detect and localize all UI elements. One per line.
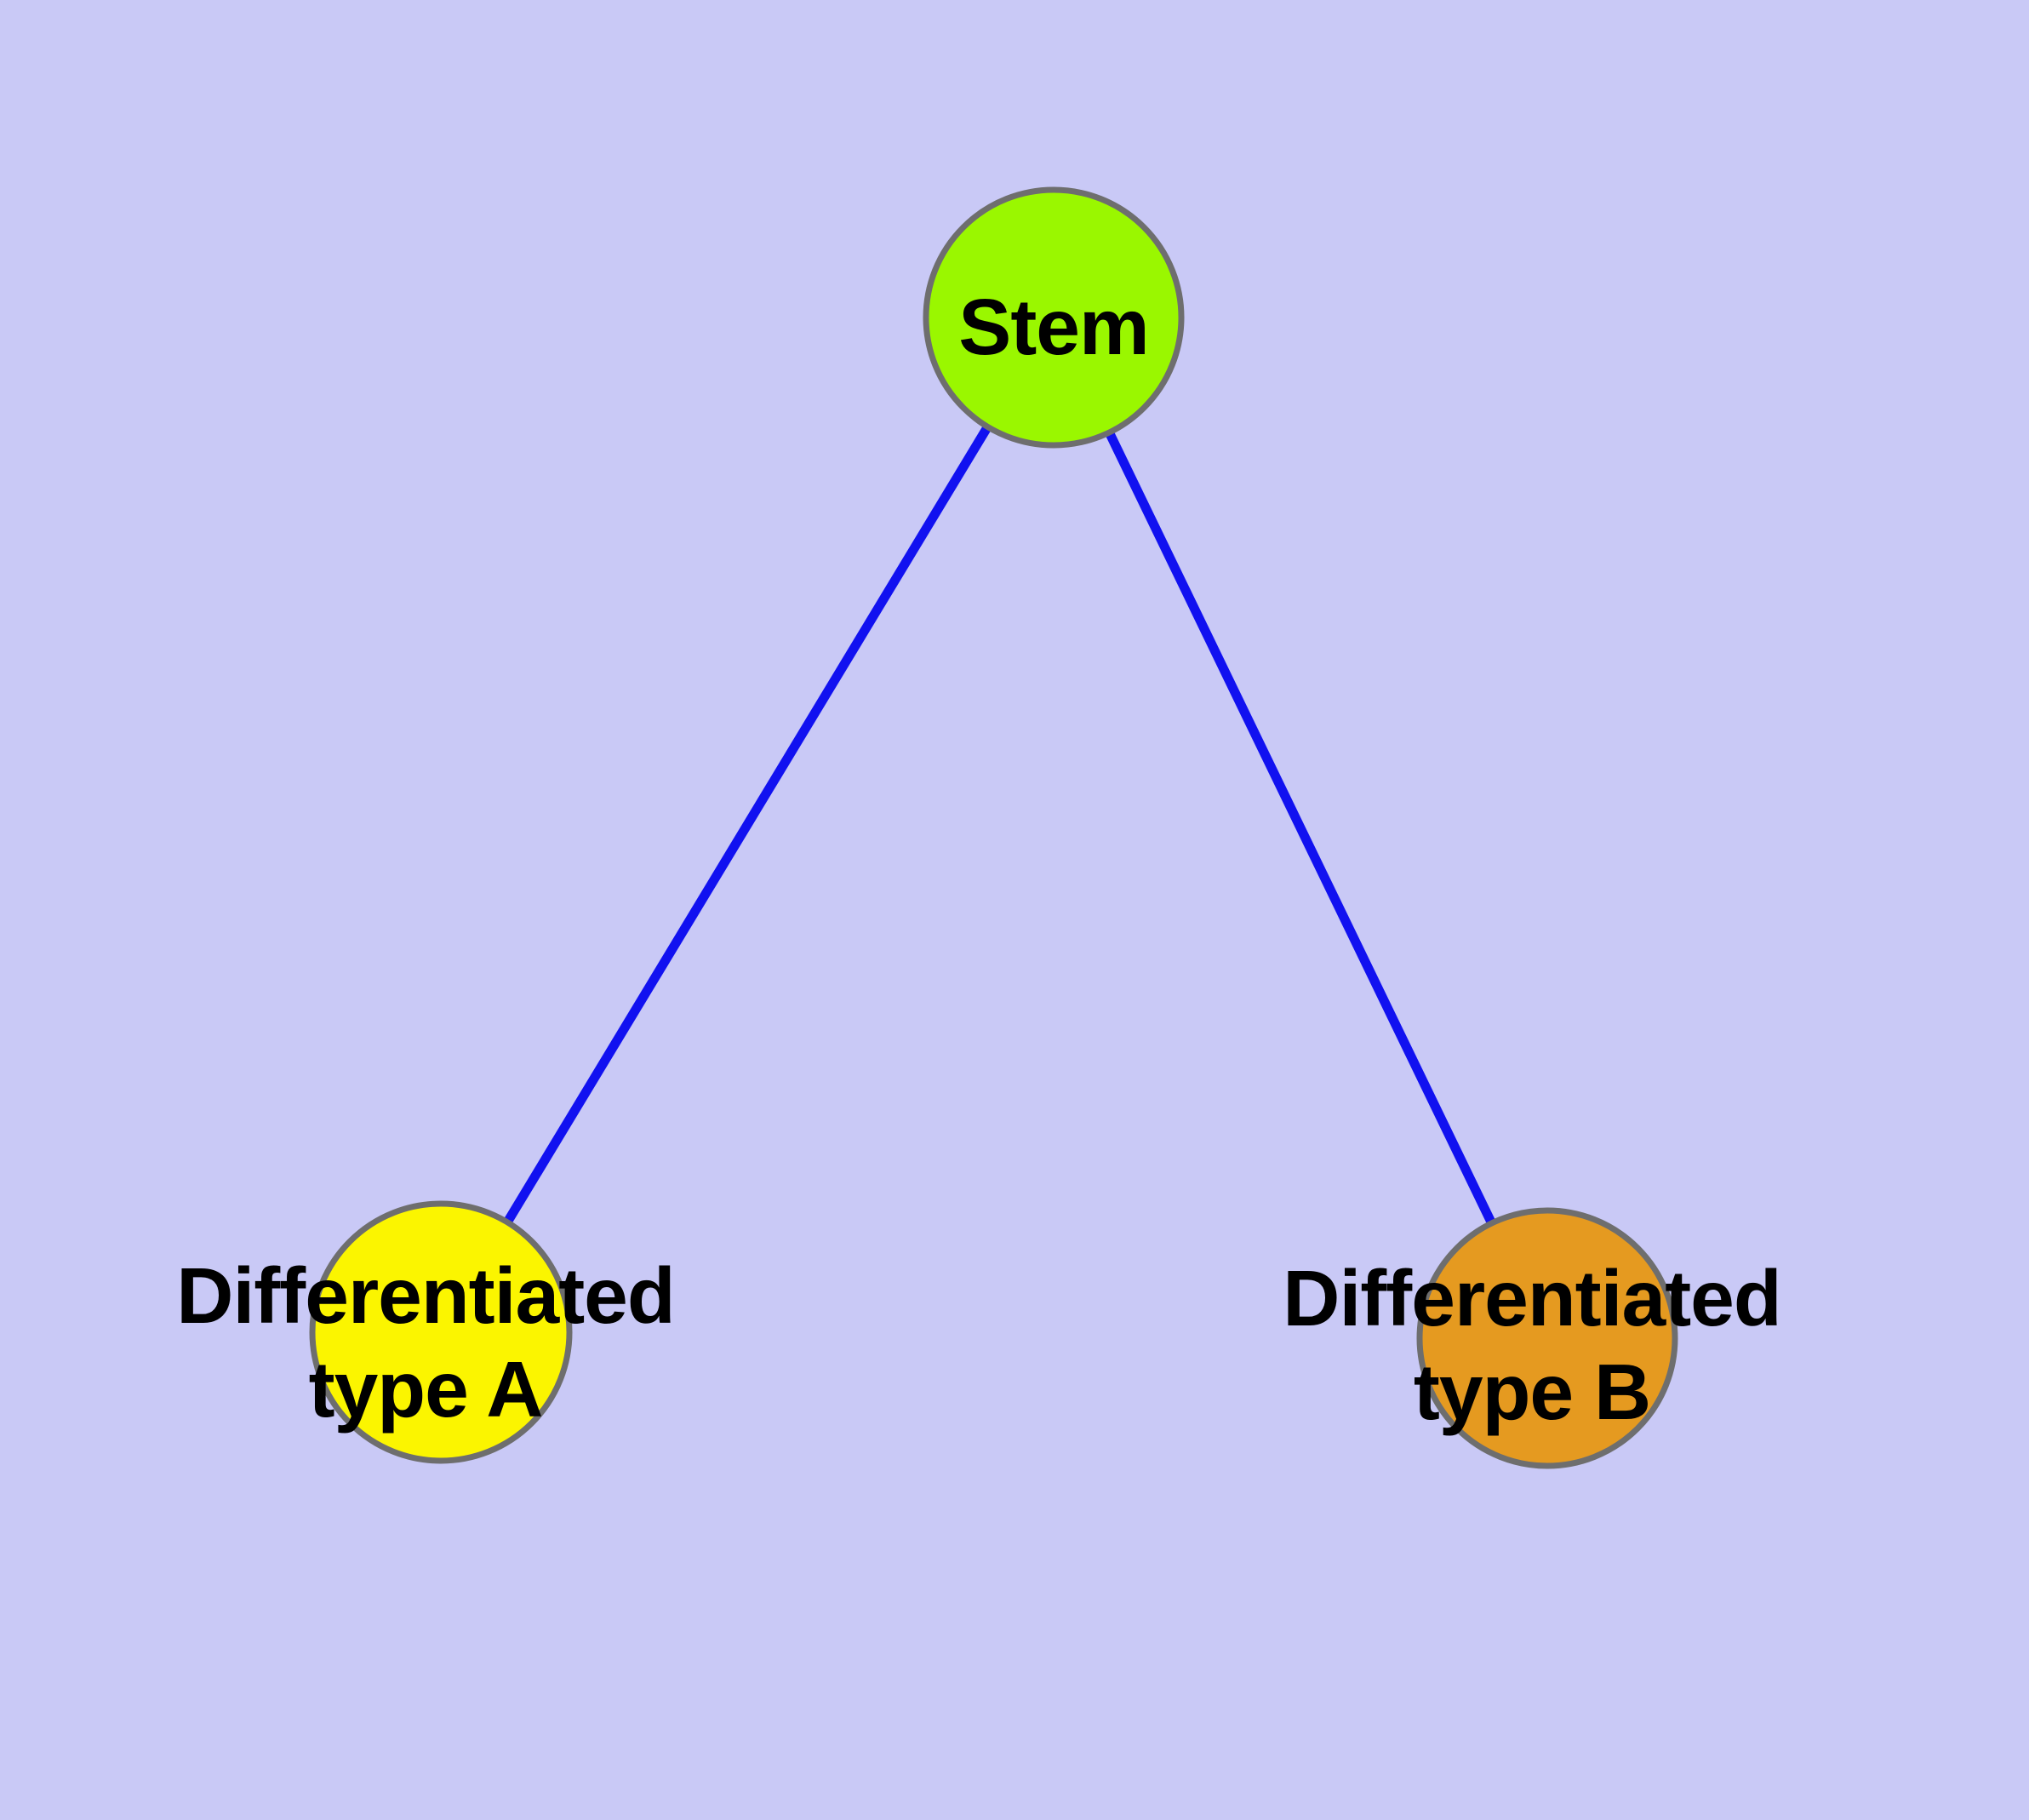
type-a-node-label: Differentiated type A — [176, 1251, 675, 1434]
type-b-node-circle — [1416, 1207, 1678, 1469]
type-b-node-label: Differentiated type B — [1283, 1254, 1781, 1436]
edge-stem-to-type-b — [1049, 315, 1552, 1341]
stem-node-circle — [923, 186, 1185, 449]
stem-node-label: Stem — [958, 283, 1149, 371]
type-a-node-circle — [309, 1200, 573, 1464]
edge-stem-to-type-a — [437, 315, 1058, 1335]
